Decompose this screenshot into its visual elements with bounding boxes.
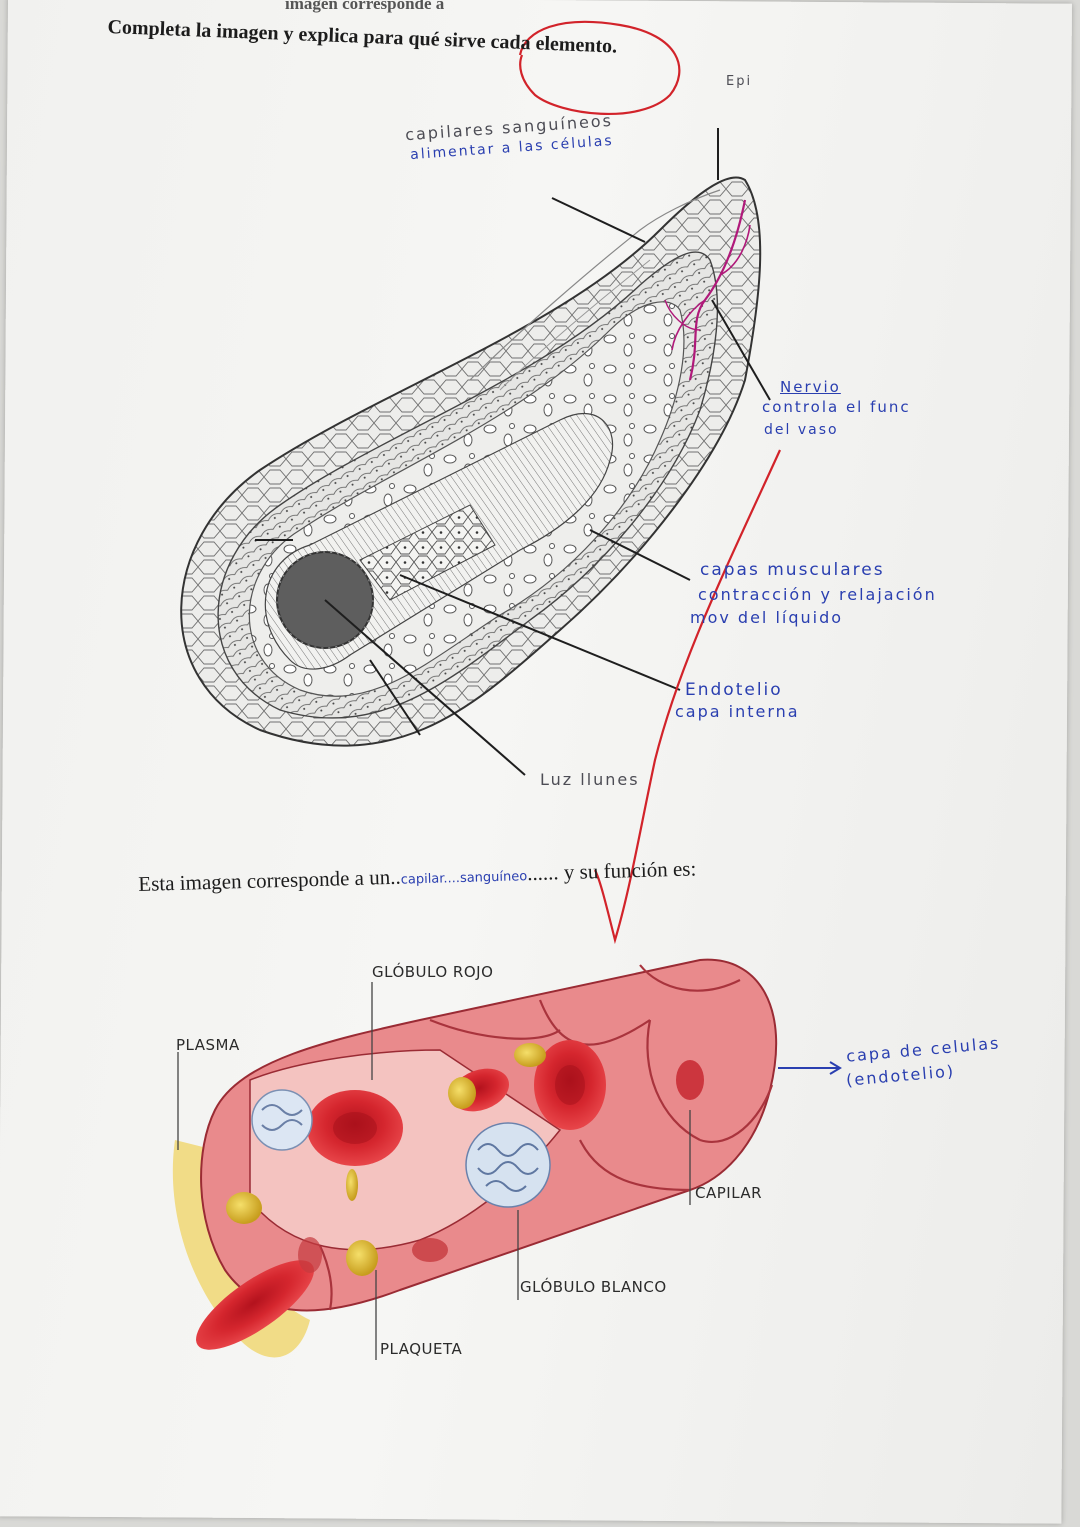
- label-nervio-title: Nervio: [780, 378, 841, 396]
- teacher-correction-marks: [518, 20, 782, 945]
- capillary-leader-lines: [177, 982, 691, 1360]
- label-plaqueta: PLAQUETA: [380, 1340, 463, 1358]
- label-endotelio-desc: capa interna: [675, 702, 800, 721]
- vessel-leader-lines: [255, 128, 771, 776]
- capillary-diagram: [172, 958, 778, 1358]
- label-nervio-desc1: controla el func: [762, 398, 911, 416]
- label-capas-desc2: mov del líquido: [690, 608, 844, 627]
- header-cut-text: imagen corresponde a: [285, 0, 445, 13]
- label-capilar: CAPILAR: [695, 1184, 763, 1202]
- label-luz: Luz llunes: [540, 770, 640, 789]
- sentence-suffix: ...... y su función es:: [526, 856, 697, 886]
- white-blood-cell-shape: [251, 1089, 551, 1208]
- endothelium-arrow: [778, 1061, 842, 1075]
- vessel-diagram: [180, 176, 762, 747]
- label-globulo-rojo: GLÓBULO ROJO: [372, 963, 494, 981]
- label-capas-desc1: contracción y relajación: [698, 585, 937, 604]
- label-globulo-blanco: GLÓBULO BLANCO: [520, 1278, 667, 1296]
- label-capas-title: capas musculares: [700, 560, 885, 580]
- label-nervio-desc2: del vaso: [764, 422, 839, 438]
- sentence-answer: capilar....sanguíneo: [400, 869, 528, 888]
- label-epi: Epi: [726, 74, 753, 89]
- label-plasma: PLASMA: [176, 1036, 240, 1054]
- label-endotelio-title: Endotelio: [685, 680, 783, 700]
